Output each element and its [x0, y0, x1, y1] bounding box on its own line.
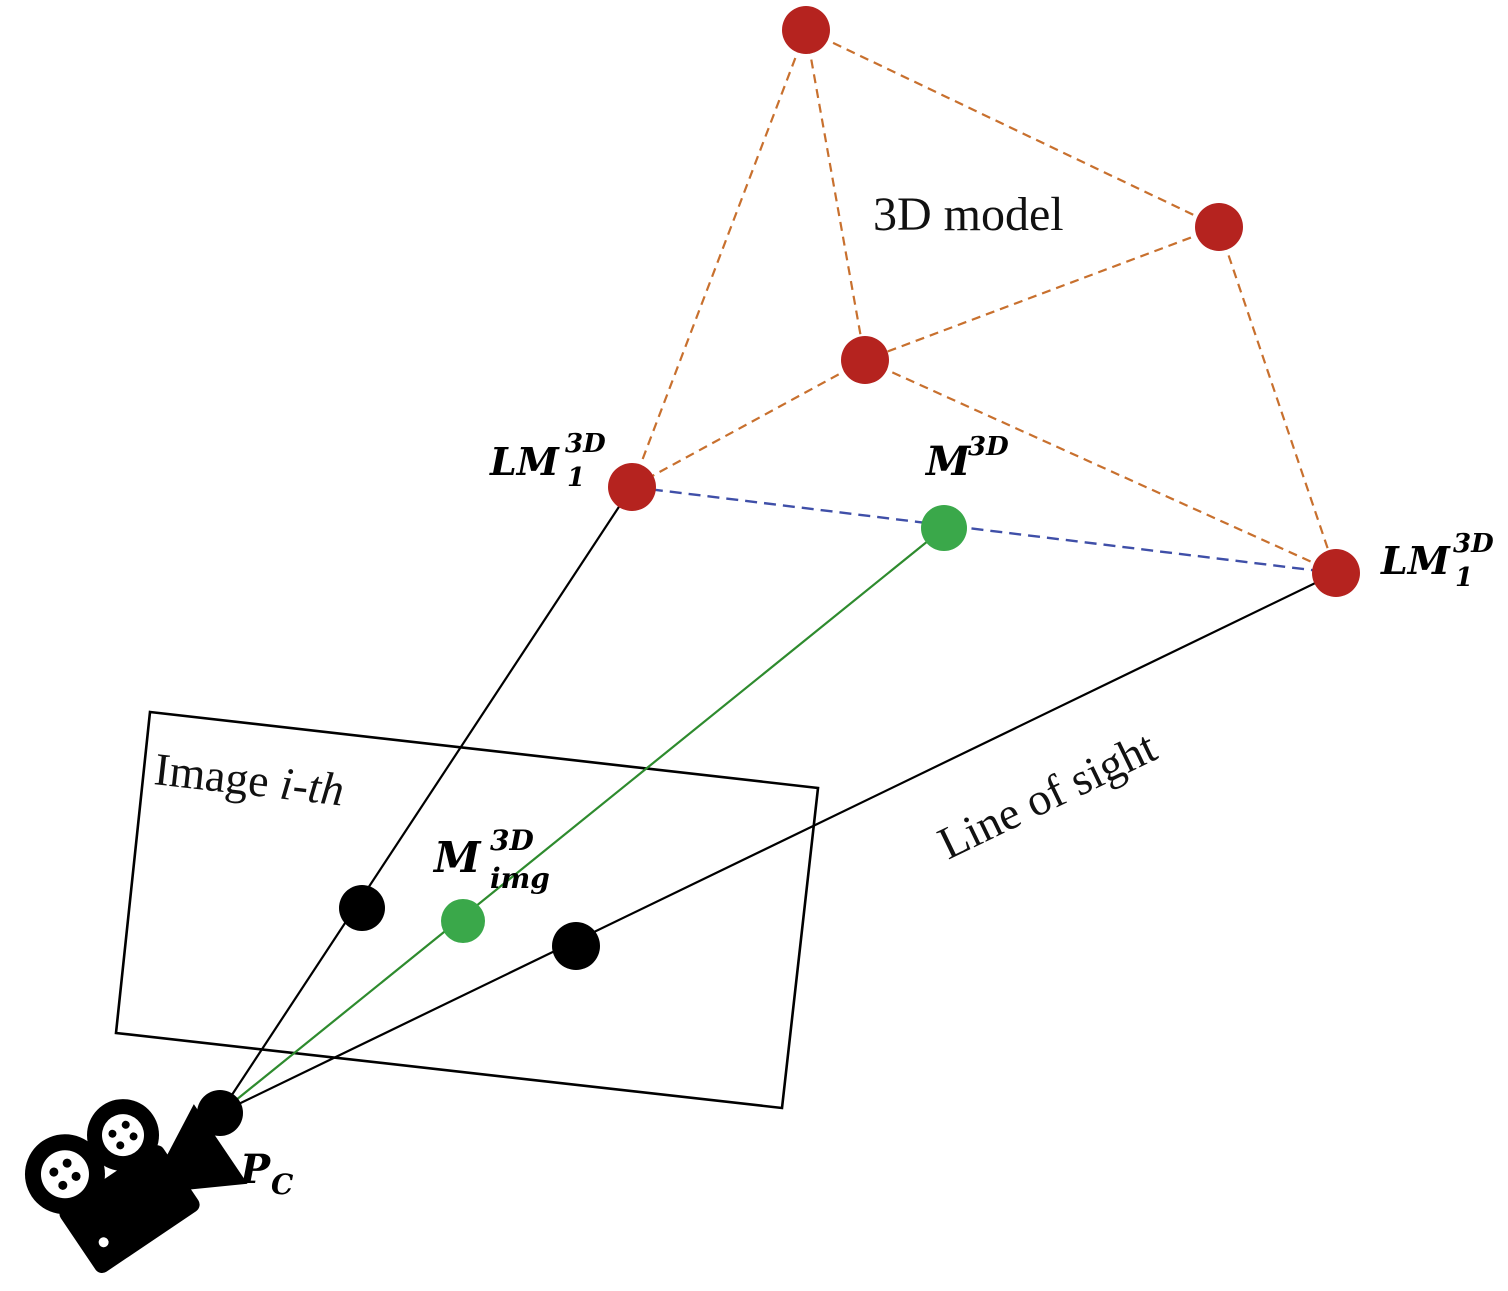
landmark-2-base: LM [1380, 538, 1451, 583]
image-point-sup: 3D [490, 824, 534, 857]
image-point-label: M [432, 833, 482, 882]
model-mesh-edges [630, 29, 1338, 575]
landmark-node-1 [608, 463, 656, 511]
model-node-top [782, 6, 830, 54]
image-label-prefix: Image [152, 743, 283, 808]
image-label: Image i-th [152, 743, 347, 815]
landmark-2-sub: 1 [1455, 563, 1473, 593]
model-label: 3D model [873, 188, 1064, 241]
mesh-edge [864, 225, 1220, 362]
model-point-sup: 3D [968, 432, 1009, 462]
model-point-node [921, 505, 967, 551]
model-node-center [841, 336, 889, 384]
ray-landmark-1 [219, 486, 633, 1114]
mesh-edge [864, 358, 1337, 575]
landmark-link [631, 485, 1337, 575]
image-plane [114, 710, 820, 1110]
mesh-edge [631, 359, 866, 488]
mesh-edge [1217, 226, 1338, 574]
ray-model-point [219, 527, 945, 1114]
model-node-right [1195, 203, 1243, 251]
landmark-1-label: LM [489, 439, 560, 484]
image-index: i-th [277, 758, 346, 816]
movie-camera-icon [24, 1099, 248, 1273]
landmark-1-base: LM [489, 439, 560, 484]
line-of-sight-label: Line of sight [930, 721, 1164, 869]
camera-center-node [197, 1090, 243, 1136]
landmark-1-sub: 1 [567, 463, 585, 493]
mesh-edge [630, 29, 808, 488]
image-point-sub: img [490, 862, 550, 895]
landmark-1-sup: 3D [565, 429, 606, 459]
line-of-sight-ray [219, 572, 1337, 1114]
image-point-landmark-1 [339, 885, 385, 931]
model-nodes [608, 6, 1360, 597]
projection-rays [219, 486, 1337, 1114]
image-point-model [441, 899, 485, 943]
landmark-2-label: LM [1380, 538, 1451, 583]
mesh-edge [804, 29, 867, 361]
landmark-2-sup: 3D [1453, 529, 1494, 559]
landmark-node-2 [1312, 549, 1360, 597]
camera-center-label: P [239, 1146, 272, 1193]
image-point-landmark-2 [552, 922, 600, 970]
mesh-edge [805, 29, 1220, 228]
model-point-label: M [924, 438, 972, 485]
camera-center-sub: C [271, 1168, 294, 1201]
